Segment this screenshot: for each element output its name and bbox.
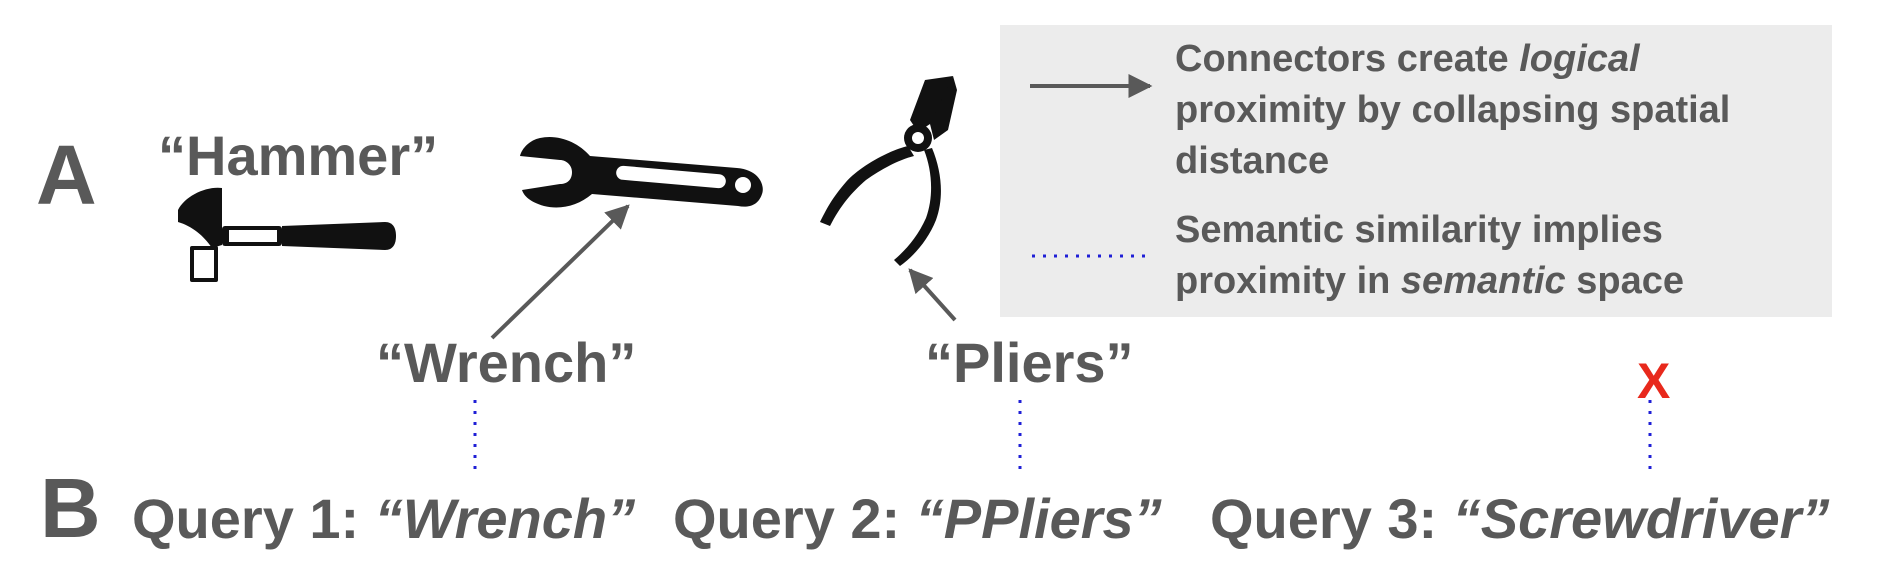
panel-label-a: A xyxy=(36,128,97,222)
query-2: Query 2: “PPliers” xyxy=(673,491,1162,547)
panel-label-b: B xyxy=(40,461,101,555)
hammer-icon xyxy=(178,187,396,282)
query-3-prefix: Query 3: xyxy=(1210,487,1453,550)
pliers-connector-arrow xyxy=(908,268,957,322)
query-1-term: “Wrench” xyxy=(374,487,636,550)
legend-connector-line-2: proximity by collapsing spatial xyxy=(1175,89,1731,131)
query-3: Query 3: “Screwdriver” xyxy=(1210,491,1829,547)
query-1-prefix: Query 1: xyxy=(132,487,375,550)
query-3-term: “Screwdriver” xyxy=(1452,487,1830,550)
legend-connector-line-3: distance xyxy=(1175,140,1330,182)
pliers-label: “Pliers” xyxy=(925,331,1134,394)
legend-connector-text: Connectors create logical proximity by c… xyxy=(1175,34,1815,187)
wrench-connector-arrow xyxy=(490,204,630,340)
legend-semantic-line-2: proximity in semantic space xyxy=(1175,260,1684,302)
legend-connector-line-1: Connectors create logical xyxy=(1175,38,1640,80)
legend-semantic-line-1: Semantic similarity implies xyxy=(1175,209,1663,251)
pliers-icon xyxy=(820,76,957,266)
wrench-label: “Wrench” xyxy=(376,331,637,394)
query-2-term: “PPliers” xyxy=(915,487,1162,550)
no-match-mark: X xyxy=(1637,353,1671,409)
wrench-icon xyxy=(520,136,763,208)
legend-semantic-text: Semantic similarity implies proximity in… xyxy=(1175,205,1815,307)
hammer-label: “Hammer” xyxy=(158,124,439,187)
legend-box: Connectors create logical proximity by c… xyxy=(1000,25,1832,317)
query-2-prefix: Query 2: xyxy=(673,487,916,550)
query-1: Query 1: “Wrench” xyxy=(132,491,635,547)
